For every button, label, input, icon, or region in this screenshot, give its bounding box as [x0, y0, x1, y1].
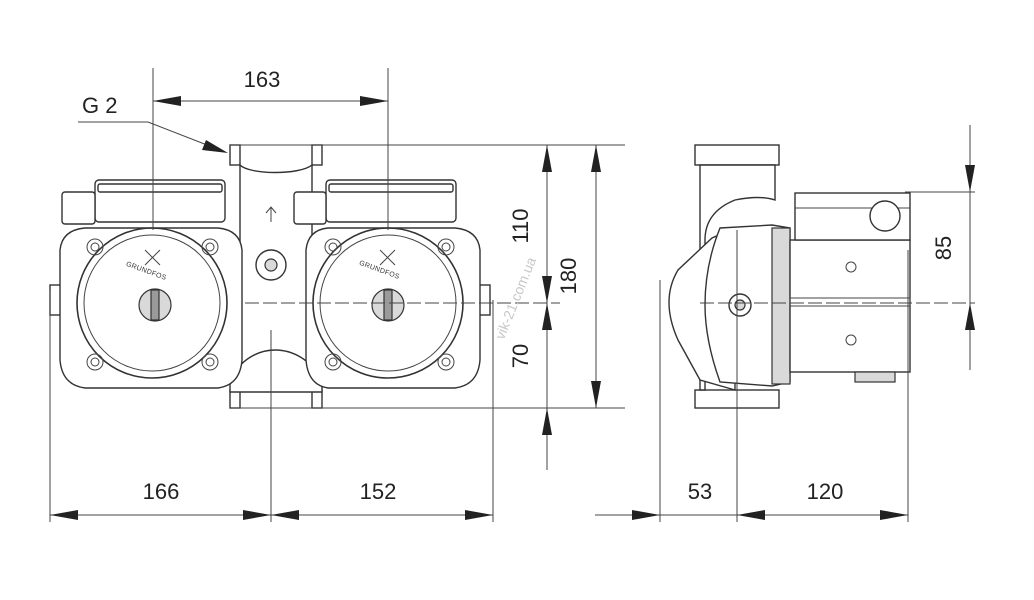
right-cable-gland: [293, 191, 327, 225]
right-bolt-bl-in: [328, 357, 338, 367]
left-bolt-br-in: [205, 357, 215, 367]
flow-arrow-icon: [265, 206, 277, 222]
left-bolt-br: [201, 353, 219, 371]
left-bolt-tr: [201, 238, 219, 256]
watermark-text: vik-21.com.ua: [492, 255, 540, 342]
left-terminal-lid: [97, 183, 223, 193]
front-dimensions: 163 G 2 110 70 180 166 152: [49, 67, 625, 522]
right-terminal-lid: [328, 183, 454, 193]
dim-thread-label: G 2: [82, 93, 117, 118]
side-top-thread: [694, 144, 780, 166]
left-bolt-tl: [86, 238, 104, 256]
left-motor-ring-outer: [76, 227, 228, 379]
dim-side-height: 85: [931, 236, 956, 260]
dim-height-lower: 70: [508, 344, 533, 368]
side-cable-gland: [869, 200, 901, 232]
side-motor-band: [771, 227, 791, 385]
dim-height-upper: 110: [508, 208, 533, 243]
right-bolt-tl-in: [328, 242, 338, 252]
side-stator-ridge-top: [789, 297, 911, 307]
side-view: [668, 144, 911, 409]
left-bolt-bl: [86, 353, 104, 371]
dim-side-right: 120: [807, 479, 844, 504]
left-pump-head: GRUNDFOS: [49, 179, 243, 389]
dim-bottom-right: 152: [360, 479, 397, 504]
right-bolt-bl: [324, 353, 342, 371]
dim-bottom-left: 166: [143, 479, 180, 504]
left-motor-ring-inner: [83, 234, 221, 372]
side-dimensions: 53 120 85: [595, 125, 975, 522]
right-pump-head: GRUNDFOS: [293, 179, 491, 389]
front-view: GRUNDFOS GRUNDFOS: [49, 144, 491, 409]
side-screw-bottom: [845, 334, 857, 346]
left-bolt-tr-in: [205, 242, 215, 252]
right-bolt-br-in: [441, 357, 451, 367]
side-bottom-foot: [854, 371, 896, 383]
top-thread-right: [311, 144, 323, 166]
right-plug-slot: [383, 289, 393, 321]
left-grundfos-logo-icon: [144, 249, 161, 266]
dim-height-total: 180: [556, 258, 581, 295]
left-bolt-bl-in: [90, 357, 100, 367]
dim-side-left: 53: [688, 479, 712, 504]
right-bolt-tl: [324, 238, 342, 256]
right-bolt-br: [437, 353, 455, 371]
side-pipe-body: [699, 164, 776, 391]
central-valve-inner: [264, 258, 278, 272]
left-cable-gland: [61, 191, 96, 225]
right-grundfos-logo-icon: [379, 249, 396, 266]
right-bolt-tr: [437, 238, 455, 256]
left-plug-slot: [150, 289, 160, 321]
left-bolt-tl-in: [90, 242, 100, 252]
dim-top-width: 163: [244, 67, 281, 92]
top-thread-left: [229, 144, 241, 166]
right-bolt-tr-in: [441, 242, 451, 252]
side-screw-top: [845, 261, 857, 273]
